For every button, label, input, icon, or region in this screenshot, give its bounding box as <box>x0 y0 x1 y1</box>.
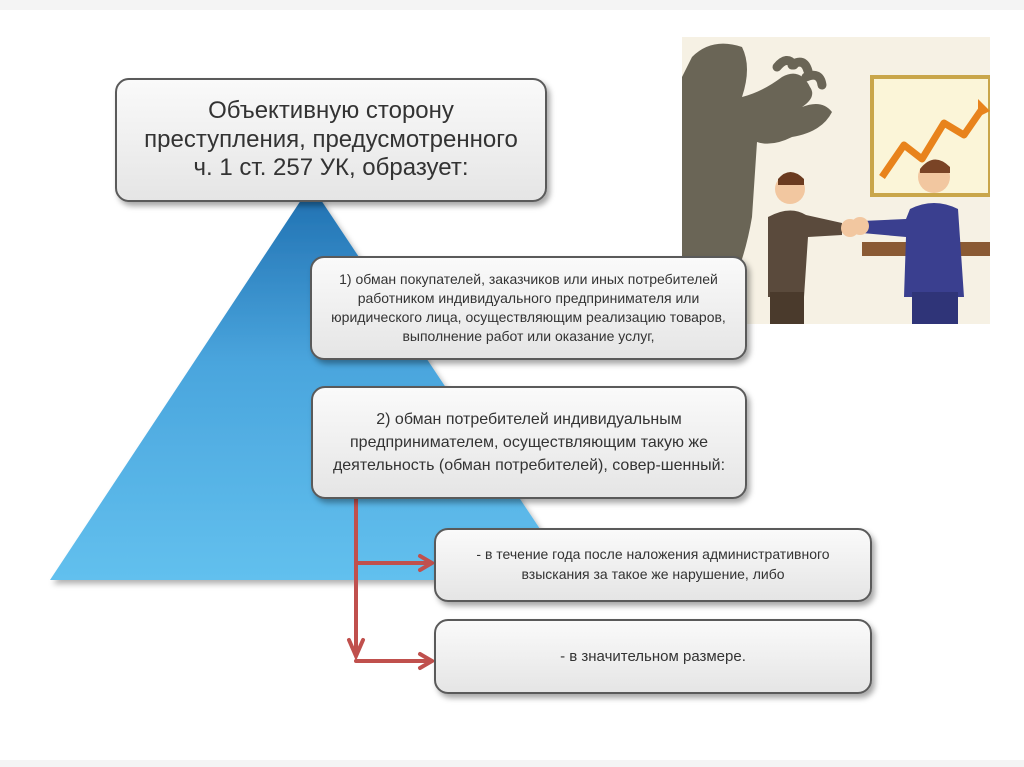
item-2-text: 2) обман потребителей индивидуальным пре… <box>332 410 726 475</box>
sub-item-box-2: - в значительном размере. <box>434 619 872 694</box>
item-1-text: 1) обман покупателей, заказчиков или ины… <box>331 271 726 344</box>
connector-arrows <box>347 488 436 670</box>
sub-item-2-text: - в значительном размере. <box>560 648 746 665</box>
handshake-illustration <box>682 37 992 325</box>
title-box: Объективную сторону преступления, предус… <box>115 78 547 202</box>
slide: Объективную сторону преступления, предус… <box>0 10 1024 760</box>
item-box-1: 1) обман покупателей, заказчиков или ины… <box>310 256 747 360</box>
item-box-2: 2) обман потребителей индивидуальным пре… <box>311 386 747 499</box>
title-text: Объективную сторону преступления, предус… <box>144 96 518 182</box>
sub-item-box-1: - в течение года после наложения админис… <box>434 528 872 602</box>
sub-item-1-text: - в течение года после наложения админис… <box>476 546 830 582</box>
